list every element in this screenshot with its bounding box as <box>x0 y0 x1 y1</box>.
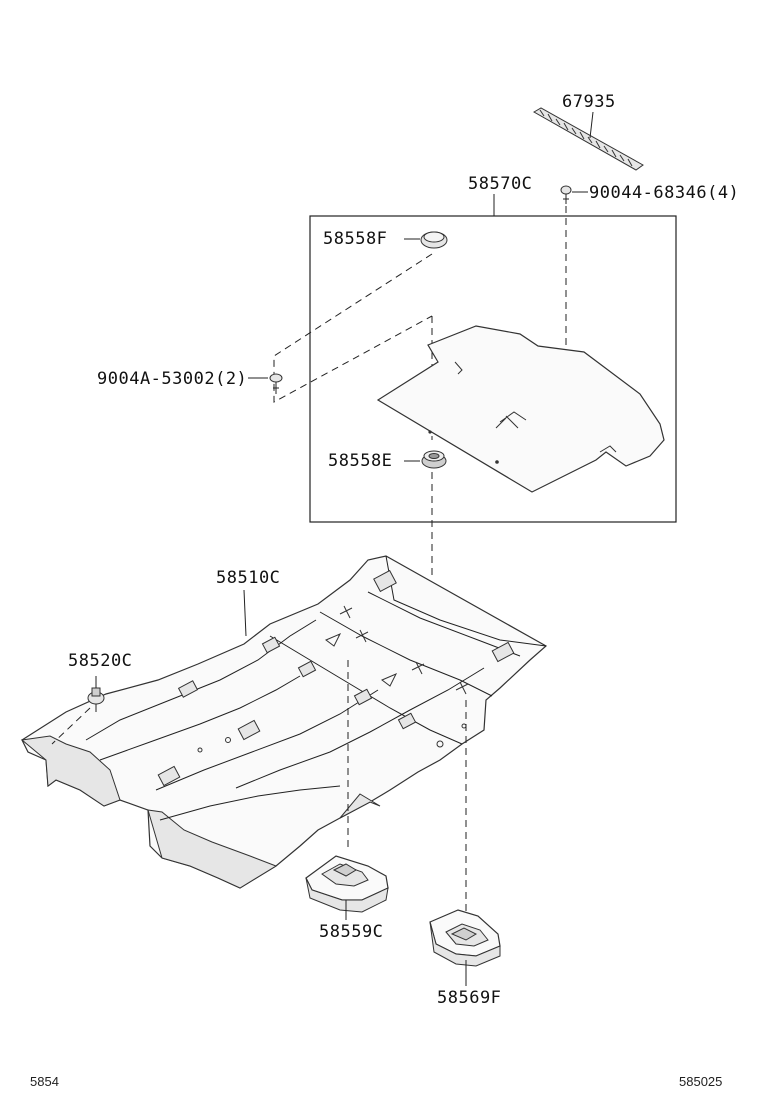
group-box-58570C <box>309 215 677 523</box>
plug-58558F <box>420 231 448 249</box>
label-9004A-53002: 9004A-53002(2) <box>97 369 248 389</box>
footer-right-code: 585025 <box>679 1074 723 1089</box>
label-67935: 67935 <box>562 92 616 112</box>
strip-67935 <box>532 107 644 171</box>
label-58558E: 58558E <box>328 451 393 471</box>
clip-90044 <box>560 185 572 204</box>
pad-58559C <box>305 855 389 913</box>
label-58569F: 58569F <box>437 988 502 1008</box>
label-58520C: 58520C <box>68 651 133 671</box>
floor-carpet-58510C <box>20 555 548 889</box>
trunk-mat <box>376 325 665 493</box>
label-58559C: 58559C <box>319 922 384 942</box>
grommet-58558E <box>421 450 447 469</box>
clip-9004A <box>269 373 283 394</box>
label-58570C: 58570C <box>468 174 533 194</box>
footer-left-code: 5854 <box>30 1074 59 1089</box>
pad-58569F <box>429 909 501 967</box>
clip-58520C <box>87 687 105 712</box>
label-90044-68346: 90044-68346(4) <box>589 183 740 203</box>
label-58510C: 58510C <box>216 568 281 588</box>
label-58558F: 58558F <box>323 229 388 249</box>
